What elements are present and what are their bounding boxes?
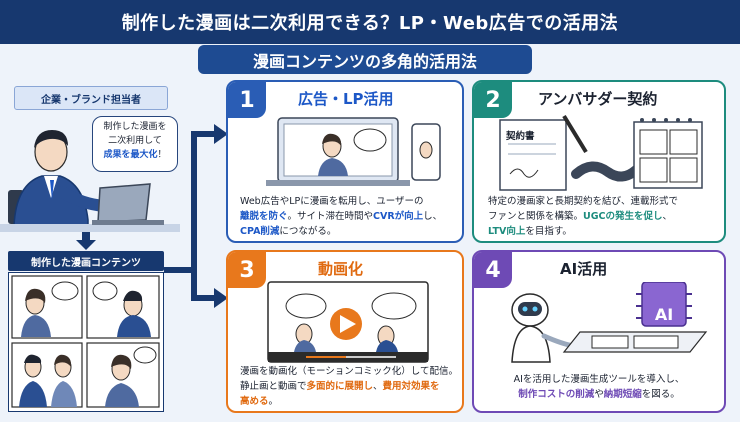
- ai-robot-illustration: [511, 282, 708, 363]
- speech-bubble: 制作した漫画を 二次利用して 成果を最大化！: [92, 116, 178, 172]
- video-player-illustration: [267, 281, 429, 363]
- body-line-1: 特定の漫画家と長期契約を結び、連載形式で: [488, 196, 679, 207]
- card-body: AIを活用した漫画生成ツールを導入し、 制作コストの削減や納期短縮を図る。: [474, 372, 724, 402]
- page-title: 制作した漫画は二次利用できる？LP・Web広告での活用法: [0, 0, 740, 44]
- body-text: を目指す。: [525, 226, 572, 237]
- body-text: 静止画と動画で: [240, 381, 307, 392]
- card-ad-lp: 1 広告・LP活用 Web広告やLPに漫画を転用し、ユーザーの 離脱を防ぐ。サイ…: [226, 80, 464, 243]
- ai-chip-label: AI: [654, 304, 674, 324]
- bubble-line-2: 二次利用して: [108, 136, 162, 146]
- bubble-mark: ！: [157, 150, 167, 160]
- card-number: 2: [474, 82, 512, 118]
- card-ai: 4 AI活用 AI AIを活用した漫画生成ツールを導入し、 制作コストの削減や納…: [472, 250, 726, 413]
- body-text: 。サイト滞在時間や: [287, 211, 374, 222]
- body-highlight: CVRが向上: [373, 211, 424, 222]
- body-text: 、: [662, 211, 673, 222]
- card-title: 動画化: [318, 260, 364, 278]
- contract-handshake-illustration: [499, 114, 703, 191]
- bubble-highlight: 成果を最大化: [103, 150, 158, 160]
- card-number: 1: [228, 82, 266, 118]
- body-text: 、: [373, 381, 383, 392]
- body-highlight: 制作コストの削減: [518, 389, 595, 400]
- laptop-phone-illustration: [266, 117, 441, 186]
- body-highlight: CPA削減: [240, 226, 280, 237]
- card-title: AI活用: [560, 260, 608, 278]
- body-text: を図る。: [641, 389, 680, 400]
- card-ambassador: 2 アンバサダー契約 契約書 特定の漫画家と長期契約を結び、連載形式で: [472, 80, 726, 243]
- card-title: アンバサダー契約: [538, 90, 658, 108]
- manga-illustration: [11, 275, 160, 408]
- body-text: 。: [268, 396, 279, 407]
- body-line-1: 漫画を動画化（モーションコミック化）して配信。: [240, 366, 459, 377]
- page-subtitle: 漫画コンテンツの多角的活用法: [198, 45, 532, 74]
- card-body: 特定の漫画家と長期契約を結び、連載形式で ファンと関係を構築。UGCの発生を促し…: [474, 194, 738, 239]
- card-body: 漫画を動画化（モーションコミック化）して配信。 静止画と動画で多面的に展開し、費…: [228, 364, 474, 409]
- card-title: 広告・LP活用: [298, 90, 394, 108]
- manga-panels: [8, 272, 164, 412]
- body-text: や: [594, 389, 604, 400]
- bubble-line-1: 制作した漫画を: [103, 122, 167, 132]
- body-line-1: Web広告やLPに漫画を転用し、ユーザーの: [240, 196, 424, 207]
- body-highlight: 高める: [240, 396, 269, 407]
- body-text: ファンと関係を構築。: [488, 211, 584, 222]
- body-highlight: 離脱を防ぐ: [240, 211, 288, 222]
- body-highlight: LTV向上: [488, 226, 526, 237]
- body-text: につながる。: [279, 226, 337, 237]
- card-body: Web広告やLPに漫画を転用し、ユーザーの 離脱を防ぐ。サイト滞在時間やCVRが…: [228, 194, 474, 239]
- body-highlight: 費用対効果を: [382, 381, 440, 392]
- businessman-illustration: [0, 130, 180, 232]
- branch-arrows: [164, 124, 228, 308]
- card-number: 3: [228, 252, 266, 288]
- persona-label: 企業・ブランド担当者: [14, 86, 168, 110]
- arrow-down-icon: [76, 232, 96, 250]
- card-video: 3 動画化 漫画を動画化（モーションコミック化）して配信。 静止画と動画で多面的…: [226, 250, 464, 413]
- body-highlight: UGCの発生を促し: [583, 211, 663, 222]
- card-number: 4: [474, 252, 512, 288]
- body-highlight: 多面的に展開し: [306, 381, 374, 392]
- body-highlight: 納期短縮: [603, 389, 642, 400]
- contract-doc-label: 契約書: [506, 131, 535, 142]
- manga-content-label: 制作した漫画コンテンツ: [8, 251, 164, 271]
- body-text: し、: [423, 211, 443, 222]
- body-line-1: AIを活用した漫画生成ツールを導入し、: [513, 374, 685, 385]
